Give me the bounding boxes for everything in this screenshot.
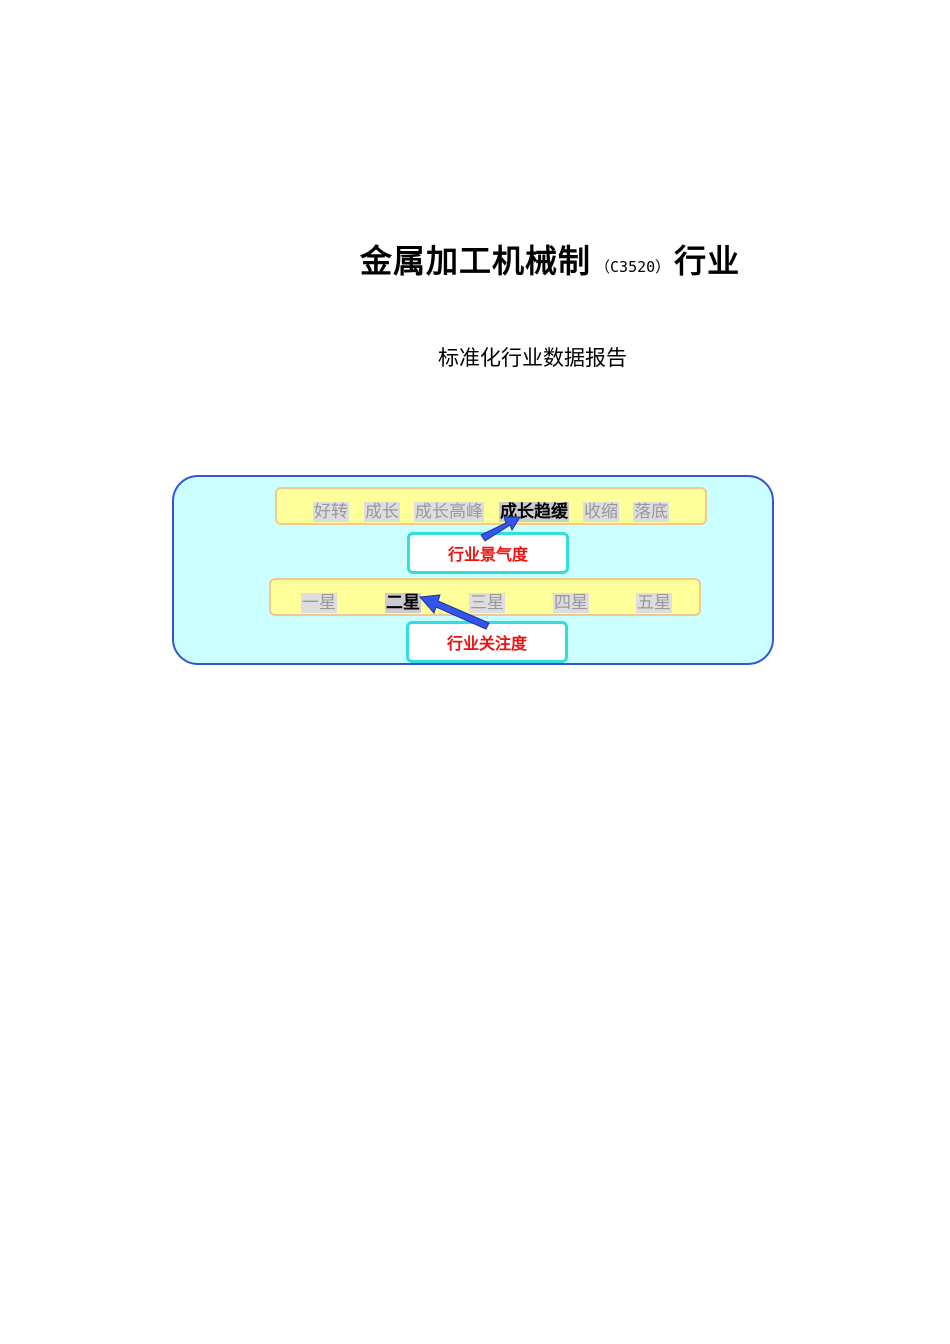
attention-arrow-icon	[418, 594, 490, 630]
attention-item: 四星	[553, 593, 589, 613]
prosperity-item: 好转	[313, 502, 349, 522]
indicator-arrows	[418, 516, 521, 630]
report-title: 金属加工机械制（C3520）行业	[360, 236, 740, 282]
prosperity-label: 行业景气度	[447, 545, 528, 564]
prosperity-item: 落底	[633, 502, 669, 522]
attention-item: 三星	[469, 593, 505, 613]
attention-item: 一星	[301, 593, 337, 613]
title-main: 金属加工机械制	[360, 242, 592, 280]
prosperity-item: 成长高峰	[414, 502, 484, 522]
title-code: （C3520）	[595, 258, 671, 276]
attention-item: 五星	[636, 593, 672, 613]
prosperity-item: 收缩	[583, 502, 619, 522]
attention-scale: 一星 二星 三星 四星 五星	[269, 578, 701, 616]
title-suffix: 行业	[674, 242, 741, 280]
report-subtitle: 标准化行业数据报告	[438, 346, 627, 370]
attention-item-active: 二星	[385, 593, 421, 613]
industry-rating-panel: 好转 成长 成长高峰 成长趋缓 收缩 落底 行业景气度 一星 二星 三星 四星 …	[172, 475, 774, 665]
attention-label: 行业关注度	[446, 634, 527, 653]
prosperity-scale: 好转 成长 成长高峰 成长趋缓 收缩 落底	[275, 487, 707, 525]
prosperity-label-box: 行业景气度	[407, 532, 569, 574]
prosperity-arrow-icon	[480, 516, 521, 542]
prosperity-item: 成长	[364, 502, 400, 522]
